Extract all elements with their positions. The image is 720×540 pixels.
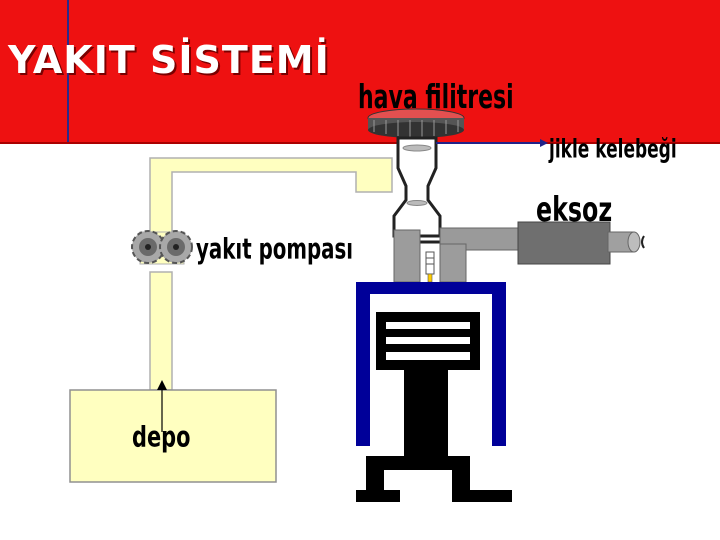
cylinder-icon: [356, 282, 506, 446]
fuel-line-upper: [149, 157, 393, 241]
label-fuel-pump: yakıt pompası: [196, 234, 354, 267]
carburetor-venturi: [392, 136, 442, 238]
header-band: [0, 0, 720, 143]
air-filter-icon: [367, 108, 465, 138]
intake-port: [393, 229, 421, 283]
exhaust-port: [439, 243, 467, 283]
throttle-valve: [406, 200, 428, 206]
label-tank: depo: [132, 422, 191, 455]
label-choke-valve: jikle kelebeği: [549, 133, 677, 165]
choke-pointer-arrow: [540, 139, 548, 147]
label-exhaust: eksoz: [536, 190, 613, 230]
fuel-line-lower: [149, 271, 173, 391]
exhaust-smoke: [641, 235, 645, 249]
label-air-filter: hava filitresi: [358, 78, 514, 116]
piston-icon: [376, 312, 480, 370]
connecting-rod-icon: [356, 370, 512, 502]
exhaust-outlet: [627, 231, 641, 253]
exhaust-muffler: [517, 221, 611, 265]
flow-arrow-head: [157, 380, 167, 390]
slide-title: YAKIT SİSTEMİ: [8, 38, 330, 82]
spark-plug-icon: [425, 251, 435, 283]
choke-valve: [402, 144, 432, 152]
fuel-pump-icon: [131, 230, 193, 265]
fuel-tank: [69, 389, 277, 483]
